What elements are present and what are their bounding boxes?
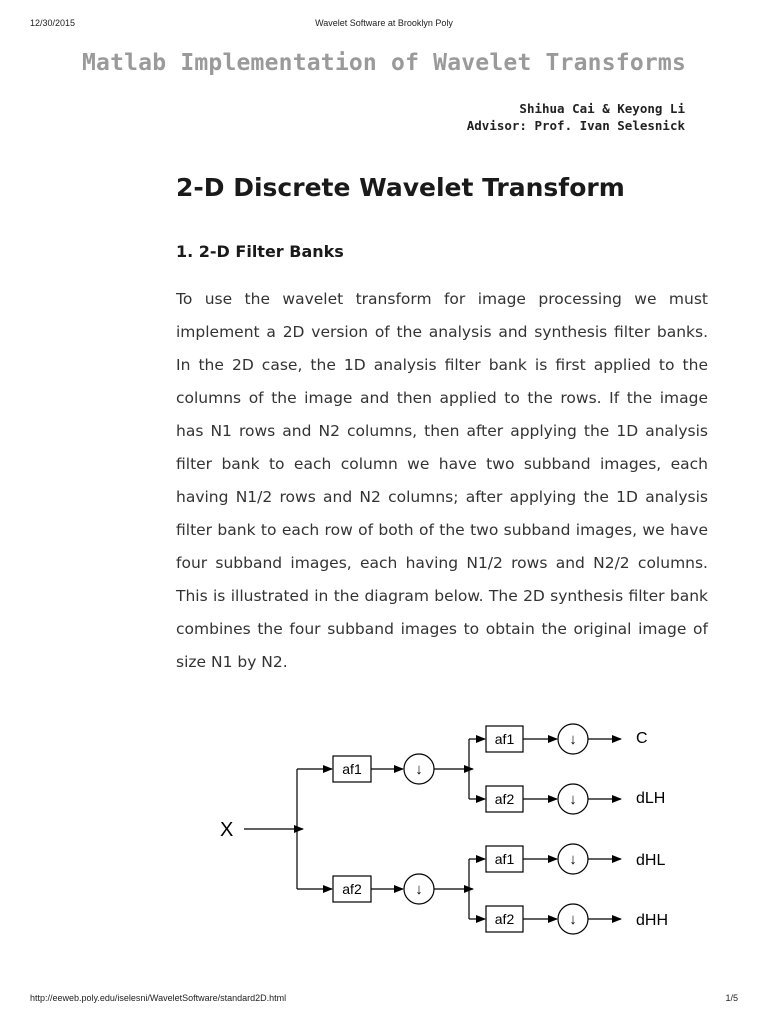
site-title: Matlab Implementation of Wavelet Transfo… <box>81 50 687 76</box>
filter-label: af1 <box>342 761 362 777</box>
output-label: dHL <box>636 852 665 869</box>
page-number: 1/5 <box>725 993 738 1003</box>
output-label: C <box>636 730 648 747</box>
downsample-symbol: ↓ <box>569 851 577 868</box>
advisor-name: Advisor: Prof. Ivan Selesnick <box>466 118 685 133</box>
downsample-symbol: ↓ <box>569 791 577 808</box>
downsample-symbol: ↓ <box>569 731 577 748</box>
af1-stage2-box <box>485 845 524 873</box>
print-url: http://eeweb.poly.edu/iselesni/WaveletSo… <box>30 993 287 1003</box>
filter-label: af2 <box>495 911 515 927</box>
downsample-symbol: ↓ <box>415 761 423 778</box>
filter-label: af2 <box>342 881 362 897</box>
af1-stage2-box <box>485 725 524 753</box>
author-names: Shihua Cai & Keyong Li <box>519 101 685 116</box>
body-paragraph: To use the wavelet transform for image p… <box>176 290 708 671</box>
af1-stage1-box <box>332 755 372 783</box>
af2-stage2-box <box>485 905 524 933</box>
output-label: dLH <box>636 790 665 807</box>
print-page-title: Wavelet Software at Brooklyn Poly <box>315 18 453 28</box>
authors-block: Shihua Cai & Keyong Li Advisor: Prof. Iv… <box>467 100 685 134</box>
section-heading: 1. 2-D Filter Banks <box>176 242 344 261</box>
downsample-symbol: ↓ <box>415 881 423 898</box>
filter-label: af1 <box>495 851 515 867</box>
output-label: dHH <box>636 912 668 929</box>
page-heading: 2-D Discrete Wavelet Transform <box>176 173 625 202</box>
filter-bank-diagram: X af1 af2 af1 af2 af1 af2 ↓ ↓ ↓ ↓ ↓ ↓ C … <box>220 723 668 935</box>
downsample-symbol: ↓ <box>569 911 577 928</box>
input-label: X <box>220 819 233 841</box>
filter-label: af2 <box>495 791 515 807</box>
filter-label: af1 <box>495 731 515 747</box>
print-date: 12/30/2015 <box>30 18 76 28</box>
